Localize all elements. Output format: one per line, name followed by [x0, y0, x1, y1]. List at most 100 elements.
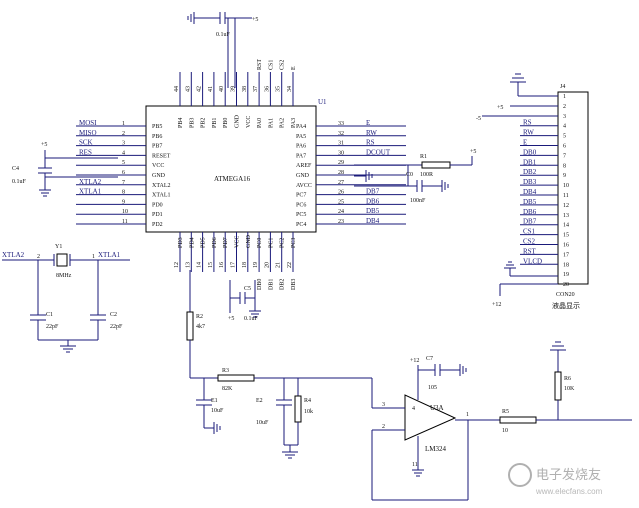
mcu-right-pin-name: PA7	[296, 153, 306, 159]
connector-pins: 1234RS5RW6E7DB08DB19DB210DB311DB412DB513…	[520, 94, 569, 288]
connector-pin-num: 7	[563, 153, 566, 159]
mcu-bottom-pin-net: DB1	[268, 279, 274, 290]
mcu-top-pin-name: PB1	[212, 118, 218, 128]
top-cap-value: 0.1uF	[216, 32, 231, 38]
mcu-bottom-pin-num: 16	[219, 262, 225, 268]
aref-network: +5 R1 100R C0 100nF	[354, 149, 476, 204]
mcu-bottom-pin-num: 21	[276, 262, 282, 268]
r6-body	[554, 371, 562, 401]
c4-ref: C4	[12, 166, 19, 172]
mcu-right-pin-name: PC6	[296, 202, 306, 208]
mcu-right-pin-name: AREF	[296, 163, 312, 169]
connector-pin-num: 6	[563, 144, 566, 150]
mcu-left-pin-num: 10	[122, 209, 128, 215]
mcu-top-pin-num: 44	[174, 86, 180, 92]
crystal-ref: Y1	[55, 244, 62, 250]
mcu-left-pin-name: XTAL1	[152, 193, 171, 199]
mcu-right-pin-name: GND	[296, 173, 310, 179]
mcu-left-pin-name: XTAL2	[152, 183, 171, 189]
connector-pin-num: 8	[563, 163, 566, 169]
r5-body	[499, 416, 537, 424]
opamp-ref: U3A	[430, 404, 444, 412]
mcu-left-pin-num: 3	[122, 141, 125, 147]
c7-net-label: +12	[410, 358, 419, 364]
mcu-top-pin-name: PB0	[223, 118, 229, 128]
mcu-bottom-pin-num: 20	[264, 262, 270, 268]
r1-net-label: +5	[470, 149, 476, 155]
mcu-right-pin-net: DB4	[366, 217, 380, 225]
mcu-top-pin-net: CS1	[268, 60, 274, 70]
connector-pin-num: 1	[563, 94, 566, 100]
connector-pin-net: DB0	[523, 148, 537, 156]
connector-pin-net: RST	[523, 247, 537, 255]
c2-value: 22pF	[110, 324, 123, 330]
mcu-top-pin-net: E	[291, 66, 297, 70]
mcu-bottom-pin-num: 12	[174, 262, 180, 268]
crystal-body	[56, 253, 68, 267]
c5-ref: C5	[244, 286, 251, 292]
connector-caption: 液晶显示	[552, 301, 580, 310]
connector-pin-num: 18	[563, 262, 569, 268]
mcu-right-pin-num: 28	[338, 170, 344, 176]
mcu-top-pin-name: PB3	[189, 118, 195, 128]
opamp-part: LM324	[425, 445, 447, 453]
mcu-bottom-pin-name: PD7	[223, 237, 229, 248]
crystal-value: 8MHz	[56, 273, 72, 279]
mcu-bottom-pin-name: VCC	[235, 236, 241, 248]
top-decoupling-cap: +5 0.1uF	[187, 12, 258, 88]
xtal-left-net: XTLA2	[2, 251, 25, 259]
mcu-left-pin-net: XTLA1	[79, 188, 102, 196]
connector-pin-num: 9	[563, 173, 566, 179]
mcu-top-pin-num: 43	[185, 86, 191, 92]
mcu-bottom-pin-num: 13	[185, 262, 191, 268]
opamp-pin-vcc: 4	[412, 406, 415, 412]
c5-net-label: +5	[228, 316, 234, 322]
analog-input-chain: R2 4k7 R3 82K E1 10uF E2 10uF R4 10k	[186, 270, 372, 459]
connector-pin-num: 5	[563, 134, 566, 140]
opamp-pin-plus: 3	[382, 402, 385, 408]
mcu-bottom-pin-name: PC2	[280, 238, 286, 248]
mcu-left-pin-num: 2	[122, 131, 125, 137]
mcu-right-pin-num: 26	[338, 190, 344, 196]
mcu-left-pin-name: PB6	[152, 134, 162, 140]
mcu-top-pin-num: 42	[197, 86, 203, 92]
mcu-right-pin-net: DCOUT	[366, 148, 391, 156]
mcu-right-pin-name: PA5	[296, 134, 306, 140]
opamp-pin-out: 1	[466, 412, 469, 418]
mcu-bottom-pin-num: 19	[253, 262, 259, 268]
mcu-part: ATMEGA16	[214, 175, 251, 183]
mcu-left-pin-name: PB7	[152, 144, 162, 150]
mcu-right-pin-num: 23	[338, 219, 344, 225]
mcu-right-pin-net: DB7	[366, 188, 380, 196]
mcu-left-pin-net: SCK	[79, 139, 93, 147]
mcu-top-pin-num: 34	[287, 86, 293, 92]
connector-pin-num: 14	[563, 223, 569, 229]
connector-pin-net: CS2	[523, 238, 536, 246]
mcu-top-pin-num: 36	[264, 86, 270, 92]
top-cap-net-label: +5	[252, 17, 258, 23]
mcu-right-pin-num: 29	[338, 160, 344, 166]
connector-pin-num: 10	[563, 183, 569, 189]
mcu-body	[145, 105, 317, 233]
mcu-bottom-pin-name: PD6	[212, 237, 218, 248]
mcu-bottom-pin-num: 22	[287, 262, 293, 268]
connector-pin-net: DB1	[523, 158, 537, 166]
e2-value: 10uF	[256, 420, 269, 426]
connector-side-net: -5	[476, 116, 481, 122]
mcu-bottom-pin-name: GND	[246, 234, 252, 248]
mcu-top-pin-name: PA2	[280, 118, 286, 128]
mcu-bottom-pin-name: PD5	[201, 237, 207, 248]
connector-pin-net: DB5	[523, 198, 537, 206]
connector-pin-num: 17	[563, 252, 569, 258]
mcu-bottom-pin-name: PD4	[189, 237, 195, 248]
connector-pin-net: E	[523, 139, 527, 147]
mcu-left-pin-net: RES	[79, 148, 92, 156]
connector-pin-net: DB6	[523, 208, 537, 216]
connector-pin-net: VLCD	[523, 257, 542, 265]
mcu-right-pin-num: 33	[338, 121, 344, 127]
connector-pin-net: RW	[523, 129, 534, 137]
